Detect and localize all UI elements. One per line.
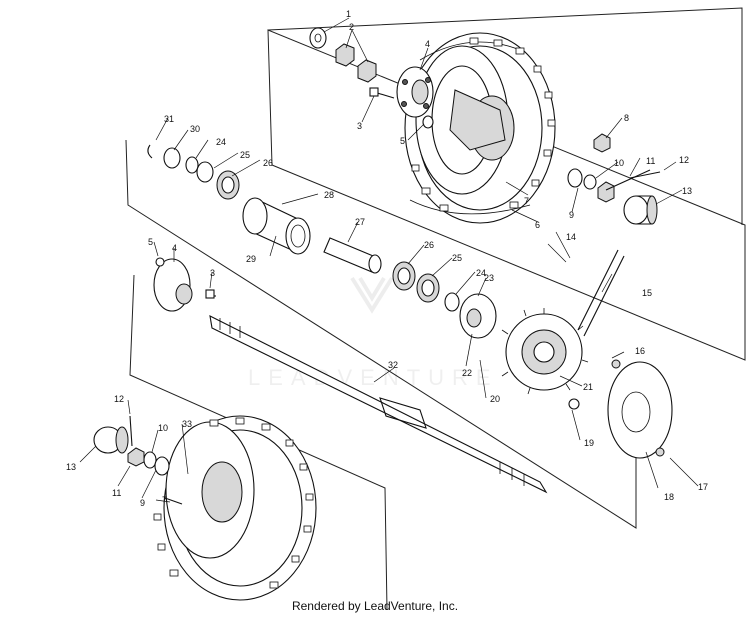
- callout-24-upper: 24: [216, 137, 226, 147]
- callout-14: 14: [566, 232, 576, 242]
- callout-26-upper: 26: [263, 158, 273, 168]
- callout-5: 5: [400, 136, 405, 146]
- callout-12: 12: [679, 155, 689, 165]
- callout-22: 22: [462, 368, 472, 378]
- callout-31: 31: [164, 114, 174, 124]
- callout-17: 17: [698, 482, 708, 492]
- brake-disc: [568, 359, 673, 459]
- watermark: LEADVENTURE: [248, 276, 499, 390]
- callout-9: 9: [569, 210, 574, 220]
- callout-20: 20: [490, 394, 500, 404]
- callout-3-left: 3: [210, 268, 215, 278]
- callout-13-left: 13: [66, 462, 76, 472]
- callout-1: 1: [346, 9, 351, 19]
- callout-26-lower: 26: [424, 240, 434, 250]
- callout-7-left: 7: [162, 495, 167, 505]
- callout-7: 7: [524, 196, 529, 206]
- left-hardware: [93, 415, 183, 505]
- sprocket: [501, 308, 589, 395]
- callout-27: 27: [355, 217, 365, 227]
- callout-2: 2: [349, 22, 354, 32]
- callout-18: 18: [664, 492, 674, 502]
- callout-3: 3: [357, 121, 362, 131]
- bearing-stack-upper: [147, 144, 240, 200]
- callout-4-left: 4: [172, 243, 177, 253]
- callout-10: 10: [614, 158, 624, 168]
- rear-wheel-left: [153, 415, 317, 601]
- callout-33: 33: [182, 419, 192, 429]
- callout-28: 28: [324, 190, 334, 200]
- drive-chain: [577, 249, 625, 337]
- callout-10-left: 10: [158, 423, 168, 433]
- callout-6: 6: [535, 220, 540, 230]
- callout-23: 23: [484, 273, 494, 283]
- callout-11: 11: [646, 156, 655, 166]
- callout-13: 13: [682, 186, 692, 196]
- callout-16: 16: [635, 346, 645, 356]
- right-hardware: [567, 133, 661, 225]
- sprocket-hub: [459, 293, 497, 339]
- callout-15: 15: [642, 288, 652, 298]
- spacer-and-bearings: [323, 237, 460, 312]
- callout-25-upper: 25: [240, 150, 250, 160]
- callout-21: 21: [583, 382, 593, 392]
- part-callouts: 1 2 3 4 5 6 7 8 9 10 11 12 13 14 15 16 1…: [66, 9, 708, 508]
- hub-left: [153, 257, 216, 312]
- callout-4: 4: [425, 39, 430, 49]
- bearing-housing: [242, 197, 311, 255]
- callout-29: 29: [246, 254, 256, 264]
- callout-32: 32: [388, 360, 398, 370]
- callout-9-left: 9: [140, 498, 145, 508]
- footer-credit: Rendered by LeadVenture, Inc.: [291, 599, 459, 613]
- callout-8: 8: [624, 113, 629, 123]
- leader-lines: [79, 17, 699, 503]
- callout-24-lower: 24: [476, 268, 486, 278]
- callout-5-left: 5: [148, 237, 153, 247]
- watermark-text: LEADVENTURE: [248, 365, 499, 390]
- top-washer-nuts: [309, 27, 434, 129]
- callout-25-lower: 25: [452, 253, 462, 263]
- rear-axle: [209, 315, 548, 494]
- callout-30: 30: [190, 124, 200, 134]
- rear-wheel-right: [404, 32, 556, 224]
- callout-19: 19: [584, 438, 594, 448]
- callout-12-left: 12: [114, 394, 124, 404]
- callout-11-left: 11: [112, 488, 121, 498]
- hub-top: [396, 66, 434, 118]
